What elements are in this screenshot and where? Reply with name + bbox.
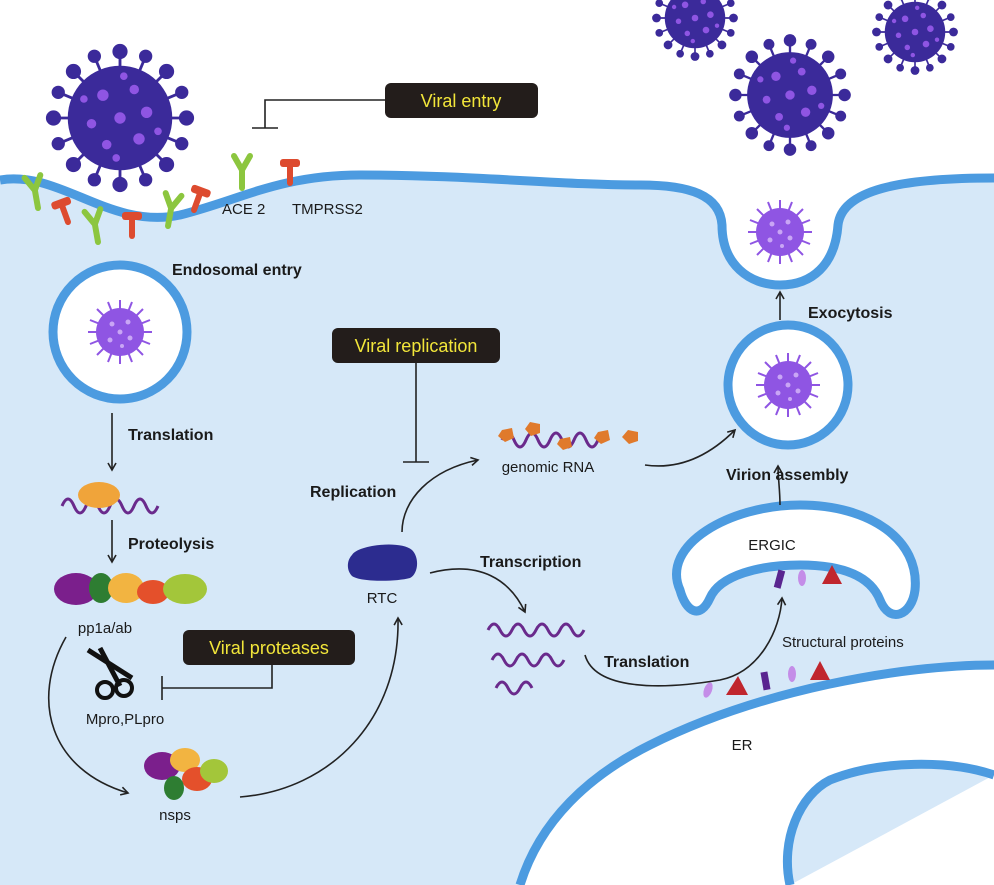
viral-replication-badge	[332, 328, 500, 363]
viral-replication-label: Viral replication	[355, 336, 478, 356]
rtc-complex	[347, 544, 418, 581]
viral-proteases-label: Viral proteases	[209, 638, 329, 658]
ace2-legend-receptor	[234, 156, 250, 188]
viral-proteases-badge	[183, 630, 355, 665]
virus-released	[871, 0, 959, 76]
assembled-virion	[755, 352, 821, 418]
genomic-rna-label: genomic RNA	[502, 459, 595, 476]
endosome-virus	[87, 299, 153, 365]
rna-nucleocapsid-markers	[498, 422, 638, 450]
virus-released	[727, 32, 853, 158]
virion-assembly-label: Virion assembly	[726, 467, 849, 484]
transcription-label: Transcription	[480, 554, 581, 571]
viral-entry-label: Viral entry	[421, 91, 502, 111]
nsps-label: nsps	[159, 807, 191, 824]
endosomal-entry-label: Endosomal entry	[172, 262, 302, 279]
er-structural-proteins	[703, 661, 830, 698]
translation-label-1: Translation	[128, 427, 213, 444]
nsps-cluster	[144, 748, 228, 800]
tmprss2-label: TMPRSS2	[292, 201, 363, 218]
polyprotein-pp1a-ab	[54, 573, 207, 605]
proteolysis-label: Proteolysis	[128, 536, 214, 553]
ace2-label: ACE 2	[222, 201, 265, 218]
structural-proteins-label: Structural proteins	[782, 634, 904, 651]
viral-entry-badge	[385, 83, 538, 118]
rtc-label: RTC	[367, 590, 398, 607]
exocytosis-label: Exocytosis	[808, 305, 893, 322]
exocytosing-virion	[747, 199, 813, 265]
replication-label: Replication	[310, 484, 396, 501]
cell-membrane	[0, 170, 994, 290]
pp1a-ab-label: pp1a/ab	[78, 620, 132, 637]
ribosome	[78, 482, 120, 508]
scissors-icon	[86, 646, 134, 700]
ergic-structural-proteins	[773, 565, 842, 589]
virus-entering	[44, 42, 196, 194]
virus-released	[651, 0, 739, 62]
ergic	[672, 500, 920, 619]
ergic-label: ERGIC	[748, 537, 796, 554]
translation-label-2: Translation	[604, 654, 689, 671]
subgenomic-rnas	[486, 622, 586, 696]
mpro-plpro-label: Mpro,PLpro	[86, 711, 164, 728]
er-label: ER	[732, 737, 753, 754]
